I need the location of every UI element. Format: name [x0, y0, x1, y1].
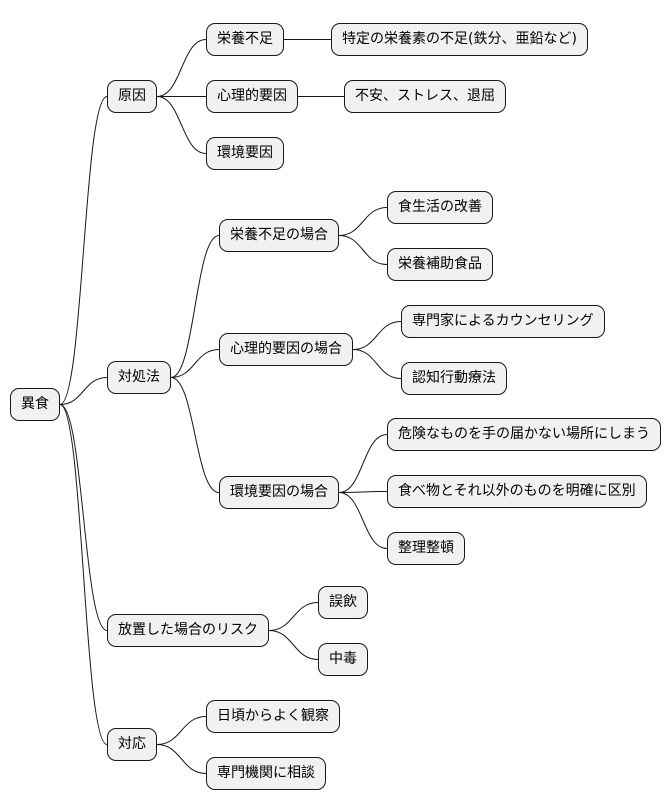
branch-node-treatment[interactable]: 対処法 [107, 361, 171, 394]
connector-line [156, 96, 207, 154]
node-supplements[interactable]: 栄養補助食品 [387, 248, 493, 281]
connector-line [59, 404, 108, 631]
node-cause-psychological[interactable]: 心理的要因 [206, 80, 298, 113]
node-cause-environment[interactable]: 環境要因 [206, 137, 284, 170]
root-node-pica[interactable]: 異食 [10, 388, 60, 421]
node-cause-nutrition-detail[interactable]: 特定の栄養素の不足(鉄分、亜鉛など) [331, 23, 588, 56]
node-treatment-environment[interactable]: 環境要因の場合 [219, 476, 339, 509]
node-distinguish-food[interactable]: 食べ物とそれ以外のものを明確に区別 [387, 475, 647, 508]
connector-line [156, 744, 207, 774]
node-store-dangerous-items[interactable]: 危険なものを手の届かない場所にしまう [387, 418, 661, 451]
node-treatment-nutrition[interactable]: 栄養不足の場合 [219, 219, 339, 252]
node-diet-improvement[interactable]: 食生活の改善 [387, 191, 493, 224]
node-consult-specialist[interactable]: 専門機関に相談 [206, 757, 326, 790]
node-cause-nutrition[interactable]: 栄養不足 [206, 23, 284, 56]
branch-node-causes[interactable]: 原因 [107, 80, 157, 113]
connector-line [338, 491, 388, 493]
connector-line [170, 377, 220, 493]
connector-line [156, 39, 207, 97]
branch-node-response[interactable]: 対応 [107, 728, 157, 761]
connector-line [338, 207, 388, 236]
connector-line [268, 630, 319, 660]
node-cause-psychological-detail[interactable]: 不安、ストレス、退屈 [344, 80, 506, 113]
connector-line [352, 321, 402, 350]
connector-line [268, 602, 319, 631]
connector-line [170, 349, 220, 378]
connector-line [59, 404, 108, 745]
connector-line [338, 235, 388, 265]
connector-line [352, 349, 402, 379]
node-treatment-psychological[interactable]: 心理的要因の場合 [219, 333, 353, 366]
connector-line [338, 492, 388, 549]
connector-line [338, 434, 388, 493]
node-cbt[interactable]: 認知行動療法 [401, 362, 507, 395]
connector-line [59, 377, 108, 405]
connector-line [156, 716, 207, 745]
node-risk-poisoning[interactable]: 中毒 [318, 643, 368, 676]
connector-line [59, 96, 108, 405]
node-daily-observation[interactable]: 日頃からよく観察 [206, 700, 340, 733]
node-tidy-up[interactable]: 整理整頓 [387, 532, 465, 565]
connector-line [170, 235, 220, 378]
node-counseling[interactable]: 専門家によるカウンセリング [401, 305, 605, 338]
node-risk-swallowing[interactable]: 誤飲 [318, 586, 368, 619]
branch-node-risks[interactable]: 放置した場合のリスク [107, 614, 269, 647]
